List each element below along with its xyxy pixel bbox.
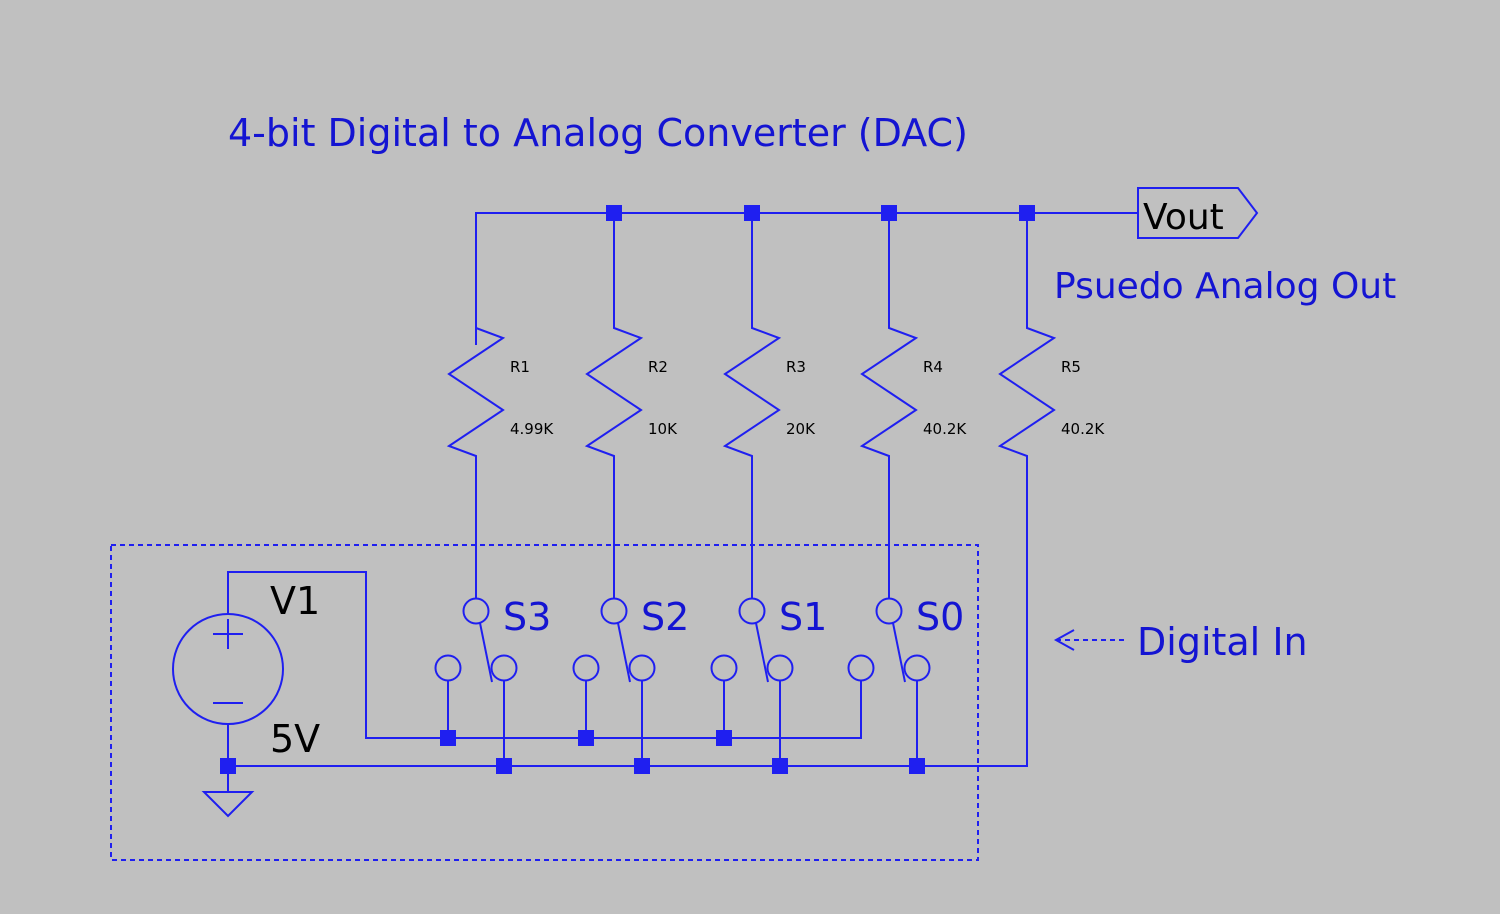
junction-dot [909,758,925,774]
switch-s3: S3 [434,595,551,766]
junction-dot [1019,205,1035,221]
junction-dot [772,758,788,774]
resistor-r5-value: 40.2K [1061,420,1105,438]
junction-dot [496,758,512,774]
resistor-r4-value: 40.2K [923,420,967,438]
resistor-r3-name: R3 [786,358,806,376]
resistor-r5-name: R5 [1061,358,1081,376]
vout-port [1137,187,1259,239]
resistor-r4: R4 40.2K [859,213,967,598]
junction-dot [881,205,897,221]
switch-s1-label: S1 [779,595,827,639]
junction-dot [744,205,760,221]
junction-dot [220,758,236,774]
vout-label: Vout [1143,197,1224,238]
schematic-title: 4-bit Digital to Analog Converter (DAC) [228,111,968,155]
resistor-r2-value: 10K [648,420,678,438]
junction-dot [440,730,456,746]
source-name: V1 [270,579,320,623]
resistor-r4-name: R4 [923,358,943,376]
junction-dot [634,758,650,774]
voltage-source-v1: V1 5V [172,571,862,766]
digital-in-arrow [1053,629,1124,651]
switch-s1: S1 [710,595,827,766]
switch-s0: S0 [847,595,964,766]
output-bus [475,212,1138,345]
switch-s2-label: S2 [641,595,689,639]
resistor-r1-value: 4.99K [510,420,554,438]
analog-out-label: Psuedo Analog Out [1054,266,1396,307]
junction-dot [606,205,622,221]
switch-s0-label: S0 [916,595,964,639]
resistor-r5: R5 40.2K [230,213,1105,767]
switch-s2: S2 [572,595,689,766]
resistor-r2-name: R2 [648,358,668,376]
resistor-r1-name: R1 [510,358,530,376]
resistor-r2: R2 10K [584,213,678,598]
junction-dot [578,730,594,746]
resistor-r3: R3 20K [722,213,816,598]
resistor-r3-value: 20K [786,420,816,438]
resistor-r1: R1 4.99K [446,213,554,598]
digital-in-label: Digital In [1137,620,1308,664]
switch-s3-label: S3 [503,595,551,639]
junction-dot [716,730,732,746]
digital-in-box [110,544,979,861]
source-value: 5V [270,717,320,761]
